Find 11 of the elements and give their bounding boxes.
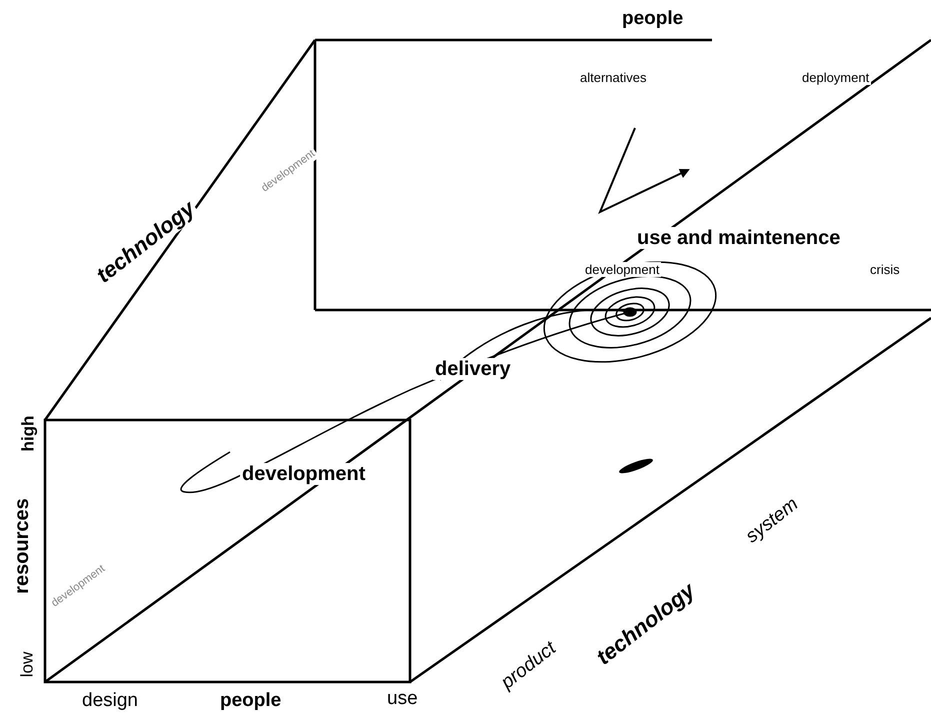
phase-label: use and maintenence [635, 227, 842, 249]
axis-label: people [218, 690, 284, 711]
region-label: development [583, 262, 662, 277]
axis-label: people [620, 8, 686, 29]
phase-label: development [240, 463, 368, 485]
region-label: alternatives [578, 70, 648, 85]
region-label: crisis [868, 262, 902, 277]
axis-tick-label: design [80, 690, 140, 711]
axis-tick-label: high [18, 414, 38, 454]
region-label: deployment [800, 70, 872, 85]
phase-label: delivery [433, 358, 513, 380]
